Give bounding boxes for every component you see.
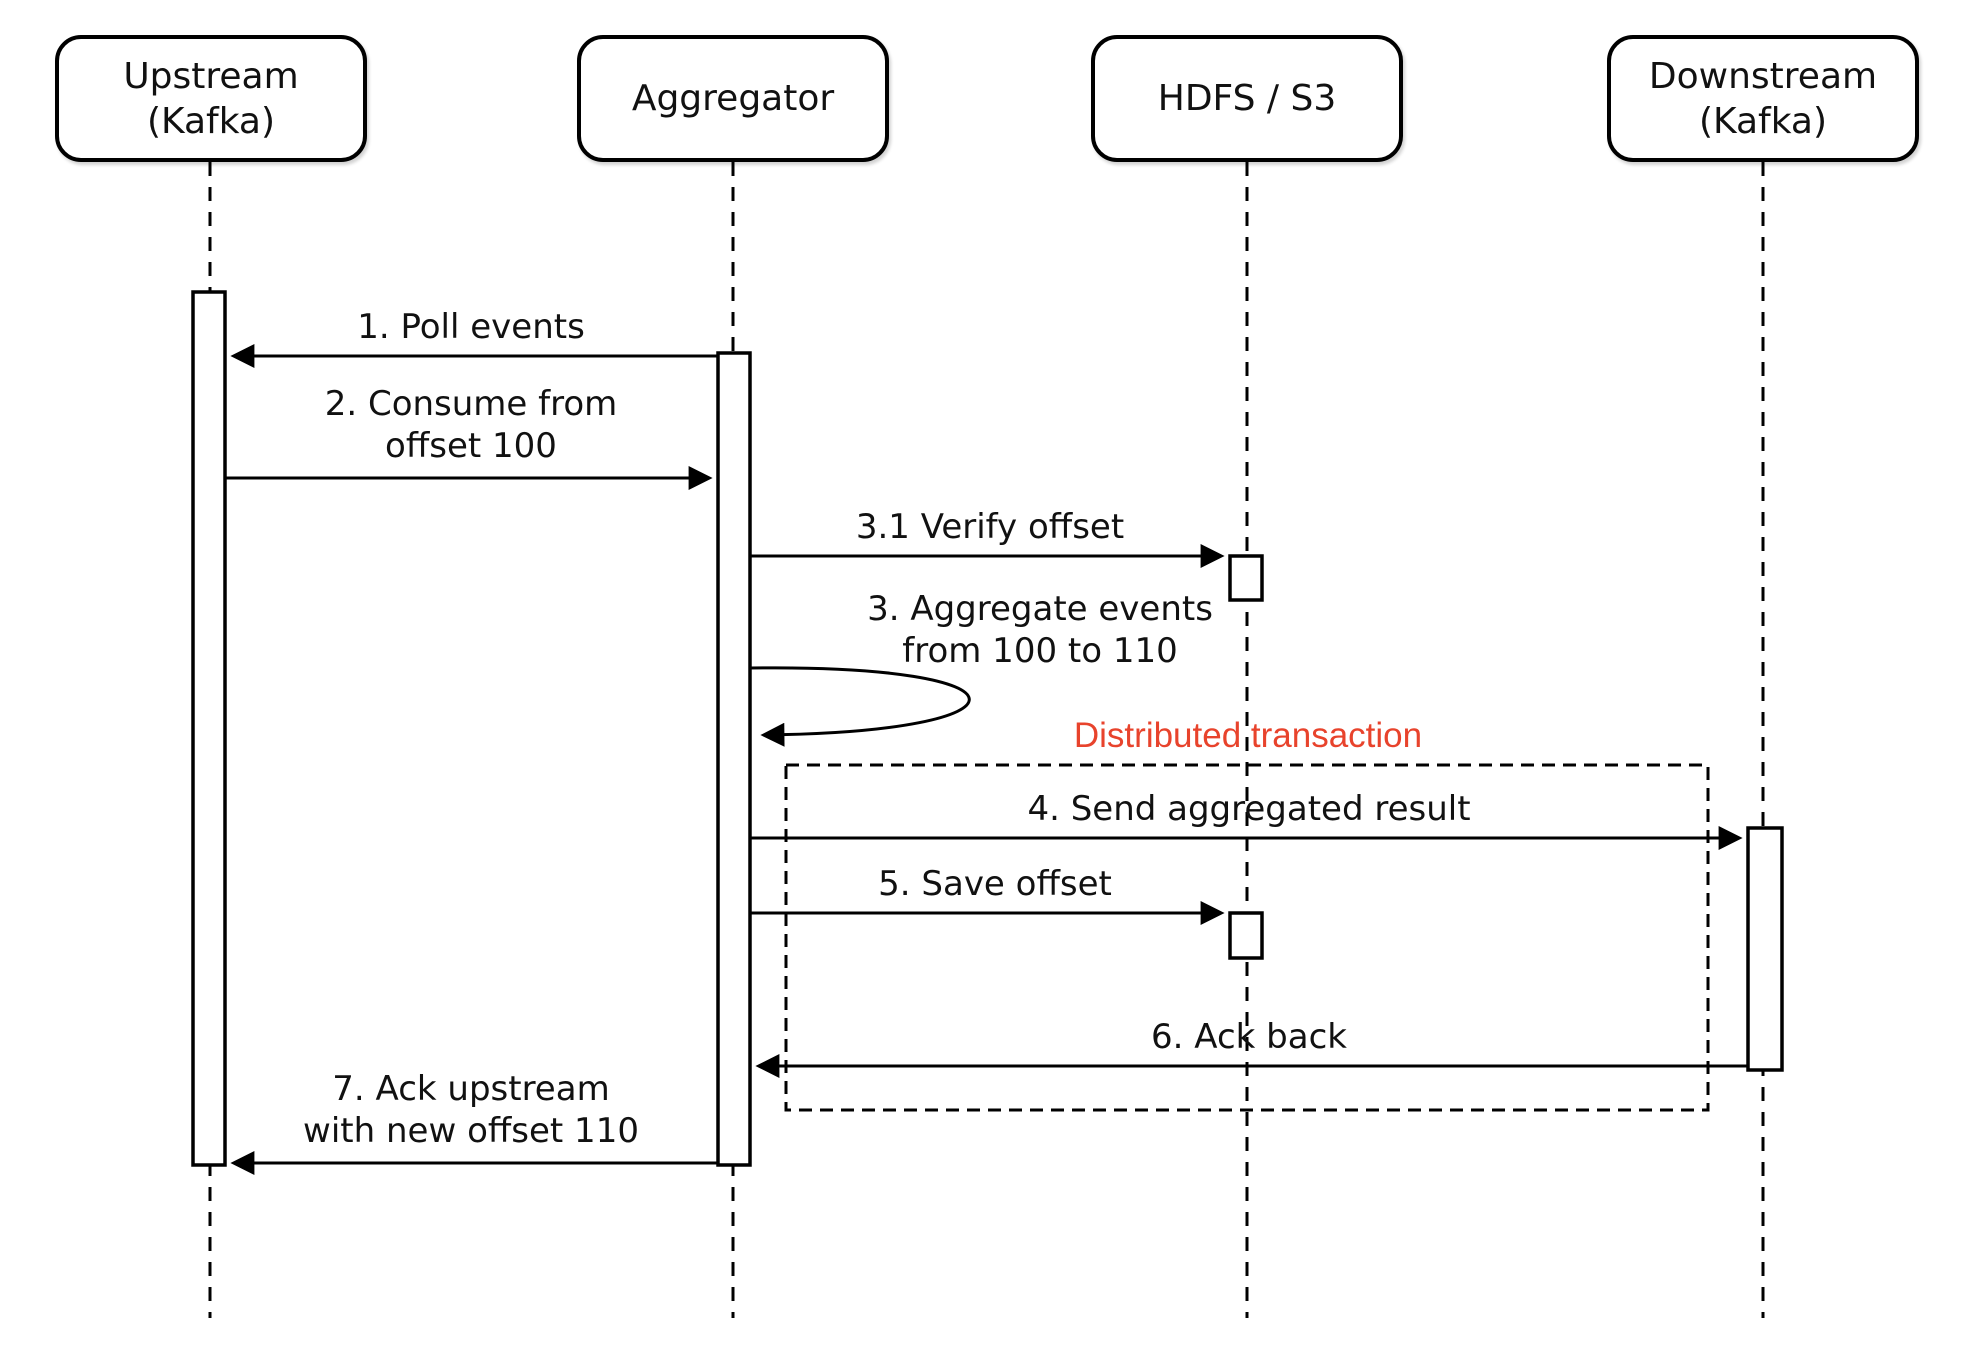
participant-aggregator: Aggregator <box>577 35 889 162</box>
activation-hdfs-save <box>1228 911 1264 960</box>
participant-upstream: Upstream (Kafka) <box>55 35 367 162</box>
message-label-send-result: 4. Send aggregated result <box>1027 789 1471 829</box>
message-label-verify-offset: 3.1 Verify offset <box>855 507 1125 547</box>
message-label-poll-events: 1. Poll events <box>357 307 585 347</box>
activation-upstream <box>191 290 227 1167</box>
message-label-ack-back: 6. Ack back <box>1151 1017 1347 1057</box>
activation-hdfs-verify <box>1228 554 1264 602</box>
message-label-ack-upstream: 7. Ack upstream with new offset 110 <box>303 1069 639 1151</box>
activation-downstream <box>1746 826 1784 1072</box>
participant-hdfs: HDFS / S3 <box>1091 35 1403 162</box>
message-label-aggregate: 3. Aggregate events from 100 to 110 <box>867 589 1213 671</box>
activation-aggregator <box>716 351 752 1167</box>
transaction-frame <box>784 763 1710 1112</box>
transaction-frame-label: Distributed transaction <box>1073 716 1423 755</box>
arrow-self-loop-aggregate <box>749 666 971 747</box>
message-label-save-offset: 5. Save offset <box>878 864 1112 904</box>
participant-downstream: Downstream (Kafka) <box>1607 35 1919 162</box>
message-label-consume-offset: 2. Consume from offset 100 <box>324 384 618 466</box>
